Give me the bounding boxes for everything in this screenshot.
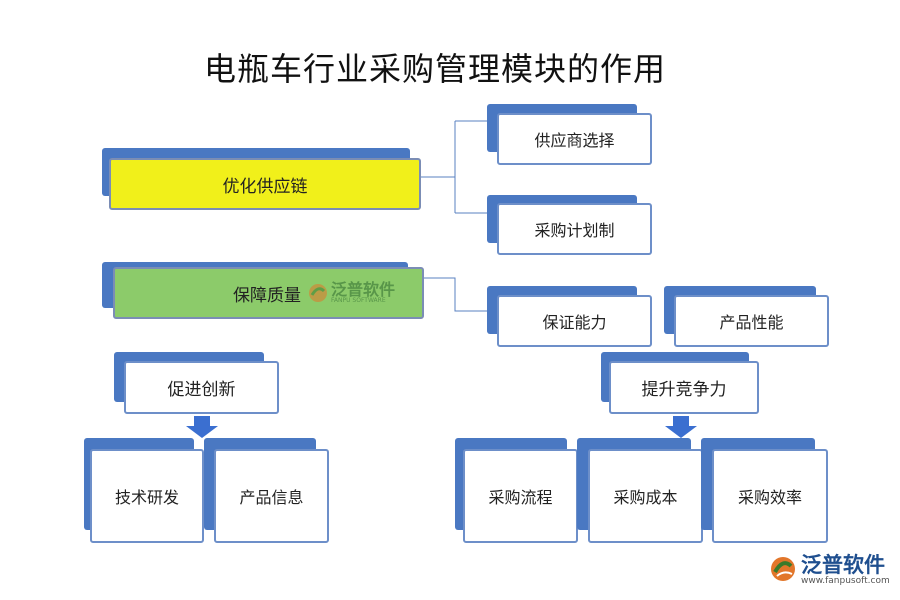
node-product-performance: 产品性能 — [674, 295, 829, 347]
footer-logo-url: www.fanpusoft.com — [801, 576, 890, 587]
node-improve-competitiveness: 提升竞争力 — [609, 361, 759, 414]
watermark-sub: FANPU SOFTWARE — [331, 297, 386, 304]
arrow-down-left — [186, 416, 218, 438]
node-procurement-efficiency: 采购效率 — [712, 449, 828, 543]
fanpu-logo-icon — [771, 557, 795, 581]
footer-logo-name: 泛普软件 — [801, 553, 885, 577]
node-tech-rnd: 技术研发 — [90, 449, 204, 543]
node-procurement-cost: 采购成本 — [588, 449, 703, 543]
node-ensure-quality: 保障质量 泛普软件 FANPU SOFTWARE — [113, 267, 424, 319]
watermark-name: 泛普软件 — [331, 280, 396, 299]
footer-logo: 泛普软件 www.fanpusoft.com — [768, 554, 896, 596]
node-promote-innovation: 促进创新 — [124, 361, 279, 414]
diagram-title: 电瓶车行业采购管理模块的作用 — [203, 50, 666, 88]
node-ensure-quality-label: 保障质量 — [233, 285, 301, 306]
node-procurement-plan: 采购计划制 — [497, 203, 652, 255]
node-product-info: 产品信息 — [214, 449, 329, 543]
node-procurement-process: 采购流程 — [463, 449, 578, 543]
node-optimize-supply-chain: 优化供应链 — [109, 158, 421, 210]
node-supplier-selection: 供应商选择 — [497, 113, 652, 165]
node-ensure-capability: 保证能力 — [497, 295, 652, 347]
fanpu-logo-icon — [309, 284, 327, 302]
watermark-logo: 泛普软件 FANPU SOFTWARE — [307, 282, 395, 304]
arrow-down-right — [665, 416, 697, 438]
